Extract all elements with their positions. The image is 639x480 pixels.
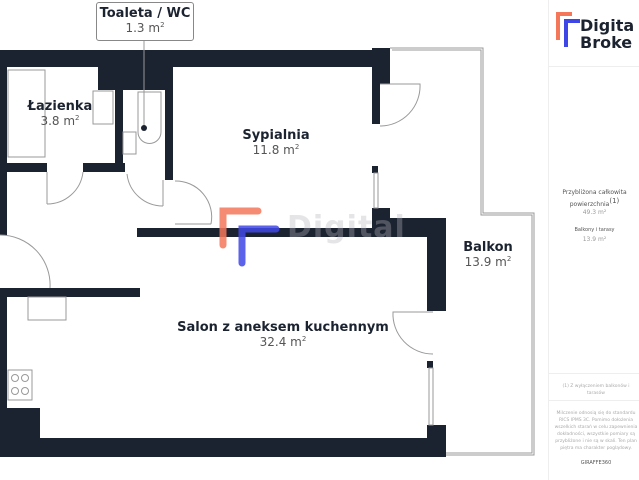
balcony-outline bbox=[390, 47, 535, 456]
bathtub bbox=[7, 69, 46, 158]
divider bbox=[549, 66, 639, 67]
logo-mark-icon bbox=[556, 12, 580, 47]
wc-door-swing bbox=[126, 173, 164, 207]
bedroom-door-swing bbox=[174, 180, 213, 225]
room-name: Łazienka bbox=[27, 99, 93, 114]
bedroom-window bbox=[373, 172, 379, 209]
corridor-wall bbox=[0, 288, 140, 297]
watermark-logo bbox=[219, 207, 280, 267]
bedroom-right-wall bbox=[372, 48, 390, 84]
room-area: 32.4 m2 bbox=[259, 335, 307, 349]
total-area-label: Przybliżona całkowita powierzchnia(1) bbox=[562, 189, 627, 208]
shaft-block bbox=[98, 67, 165, 90]
kitchen-sink bbox=[27, 296, 67, 321]
bedroom-corner bbox=[372, 208, 390, 237]
room-area: 1.3 m2 bbox=[125, 21, 165, 35]
total-area-value: 49.3 m² bbox=[582, 209, 607, 216]
bathroom-sink bbox=[92, 90, 114, 125]
bathroom-wall-left bbox=[0, 163, 47, 172]
bedroom-window-jamb bbox=[372, 166, 378, 173]
salon-corner bbox=[427, 425, 446, 457]
disclaimer: Milczenie odnosią się do standardu RICS … bbox=[554, 411, 638, 451]
corner-block bbox=[0, 408, 40, 457]
balcony-door-bedroom bbox=[379, 83, 421, 127]
room-label-bathroom: Łazienka 3.8 m2 bbox=[28, 99, 93, 128]
room-label-wc: Toaleta / WC 1.3 m2 bbox=[96, 2, 194, 41]
room-name: Sypialnia bbox=[242, 128, 310, 143]
bathroom-wall-right bbox=[83, 163, 125, 172]
room-name: Balkon bbox=[463, 240, 513, 255]
toilet bbox=[137, 91, 162, 144]
room-name: Salon z aneksem kuchennym bbox=[177, 320, 389, 335]
room-name: Toaleta / WC bbox=[99, 6, 191, 21]
wc-sink bbox=[122, 131, 137, 155]
balcony-outline-inner bbox=[392, 49, 533, 454]
divider bbox=[549, 373, 639, 374]
burner bbox=[21, 374, 29, 382]
room-area: 11.8 m2 bbox=[252, 143, 300, 157]
top-wall bbox=[0, 50, 390, 67]
wc-right-wall bbox=[165, 67, 173, 180]
cooktop bbox=[7, 369, 33, 401]
salon-right-wall bbox=[427, 218, 446, 311]
balcony-area-value: 13.9 m² bbox=[582, 236, 607, 243]
info-panel: Digita Broke Przybliżona całkowita powie… bbox=[548, 0, 639, 480]
bedroom-right-jamb bbox=[372, 84, 380, 124]
footnote: (1) Z wyłączeniem balkonów i tarasów bbox=[562, 384, 630, 396]
room-label-salon: Salon z aneksem kuchennym 32.4 m2 bbox=[177, 320, 389, 349]
divider bbox=[549, 400, 639, 401]
burner bbox=[11, 374, 19, 382]
burner bbox=[11, 387, 19, 395]
room-area: 13.9 m2 bbox=[464, 255, 512, 269]
wc-partition bbox=[115, 67, 123, 172]
room-area: 3.8 m2 bbox=[40, 114, 80, 128]
salon-window bbox=[428, 367, 434, 426]
bathroom-door-swing bbox=[46, 171, 84, 205]
brand-logo: Digita Broke bbox=[555, 10, 639, 60]
left-wall-upper bbox=[0, 50, 7, 235]
fixtures bbox=[0, 40, 535, 456]
bottom-wall bbox=[0, 438, 446, 457]
left-wall-lower bbox=[0, 290, 7, 457]
logo-text: Digita bbox=[580, 16, 635, 35]
brand-credit: GIRAFFE360 bbox=[580, 460, 612, 466]
logo-text: Broke bbox=[580, 33, 633, 52]
watermark-text: Digital bbox=[287, 210, 406, 245]
room-label-balcony: Balkon 13.9 m2 bbox=[463, 240, 513, 269]
salon-window-jamb bbox=[427, 361, 433, 368]
balcony-door-salon bbox=[392, 311, 434, 355]
drain-icon bbox=[141, 125, 147, 131]
burner bbox=[21, 387, 29, 395]
entrance-door-swing bbox=[0, 234, 51, 289]
room-label-bedroom: Sypialnia 11.8 m2 bbox=[242, 128, 309, 157]
balcony-area-label: Balkony i tarasy bbox=[574, 227, 615, 233]
